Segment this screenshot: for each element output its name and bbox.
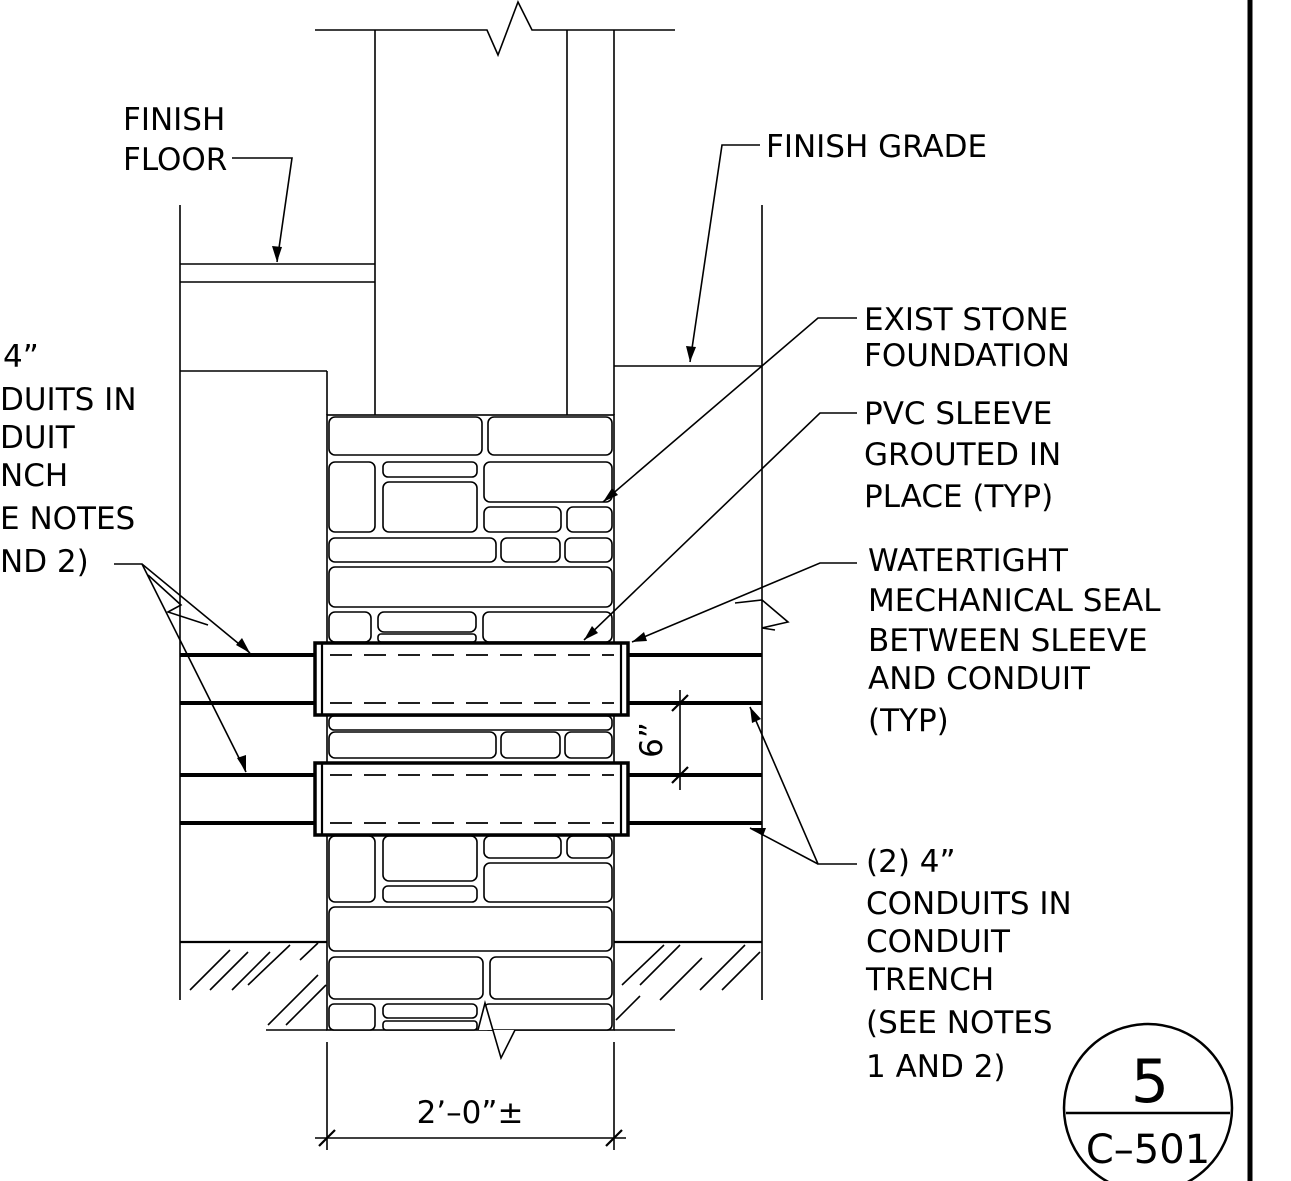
soil-break-right — [734, 599, 790, 631]
upper-wall — [315, 0, 675, 415]
leaders — [114, 144, 857, 865]
spacing-dim-text: 6” — [634, 722, 670, 758]
floor-slab — [179, 205, 375, 1000]
exist-stone-foundation-label: EXIST STONE FOUNDATION — [864, 302, 1078, 374]
pvc-sleeve-upper — [313, 641, 630, 717]
detail-sheet: C–501 — [1086, 1127, 1210, 1173]
pvc-sleeve-label: PVC SLEEVE GROUTED IN PLACE (TYP) — [864, 396, 1071, 515]
stone-foundation — [326, 414, 615, 1031]
conduits-label-left: 4” DUITS IN DUIT NCH E NOTES ND 2) — [0, 339, 146, 580]
pvc-sleeve-lower — [313, 761, 630, 837]
width-dimension — [315, 1042, 626, 1150]
detail-callout — [1062, 1022, 1234, 1181]
leader-arrows — [236, 246, 766, 836]
soil-hatch — [180, 940, 762, 1026]
finish-grade-label: FINISH GRADE — [766, 129, 987, 165]
spacing-dimension — [665, 690, 692, 790]
watertight-seal-label: WATERTIGHT MECHANICAL SEAL BETWEEN SLEEV… — [868, 543, 1170, 739]
finish-floor-label: FINISH FLOOR — [123, 102, 235, 178]
grade-soil — [614, 205, 763, 1000]
width-dim-text: 2’–0”± — [417, 1095, 524, 1131]
bottom-break-line — [266, 999, 675, 1061]
conduits-label-right: (2) 4” CONDUITS IN CONDUIT TRENCH (SEE N… — [865, 844, 1082, 1085]
detail-number: 5 — [1131, 1047, 1169, 1117]
